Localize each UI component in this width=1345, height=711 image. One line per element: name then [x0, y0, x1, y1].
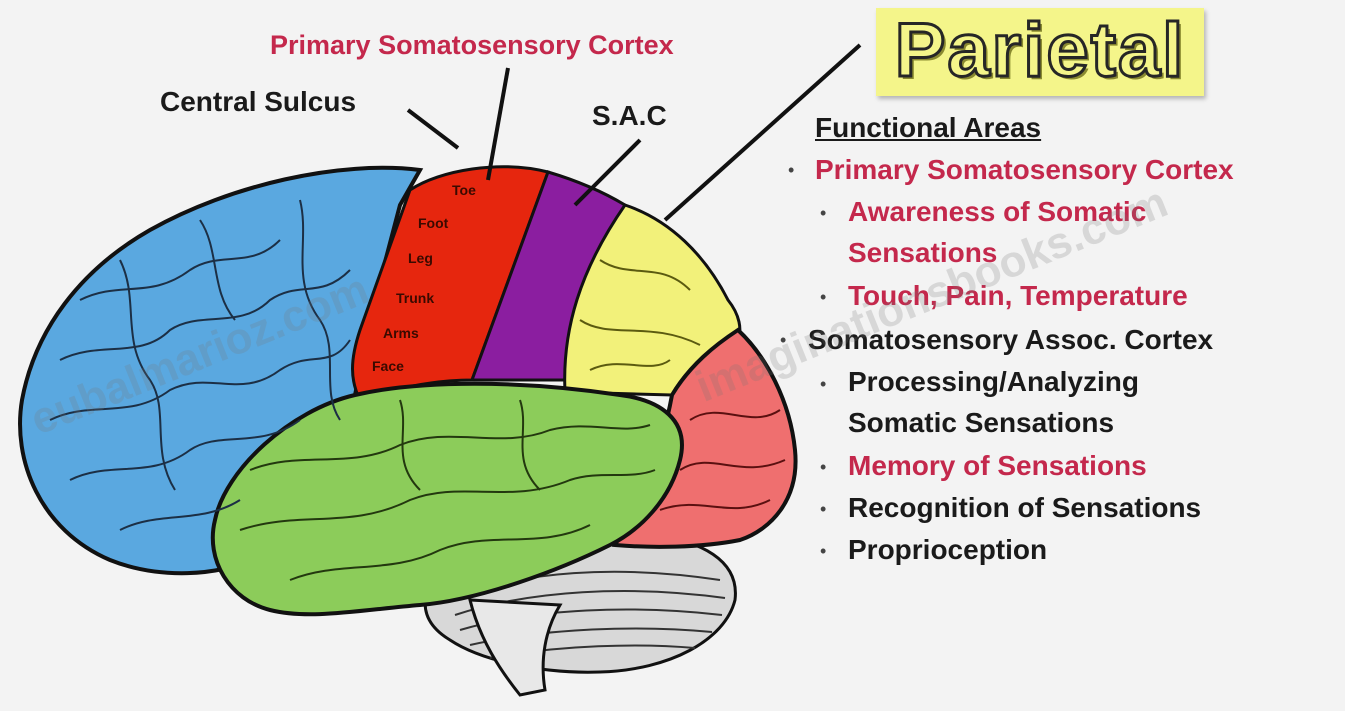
functional-areas-heading: Functional Areas	[815, 112, 1041, 144]
primary-subitem-touch: Touch, Pain, Temperature	[848, 280, 1188, 312]
bullet-icon: •	[820, 203, 826, 224]
association-subitem-memory: Memory of Sensations	[848, 450, 1147, 482]
central-sulcus-label: Central Sulcus	[160, 86, 356, 118]
sac-label: S.A.C	[592, 100, 667, 132]
primary-subitem-sensations: Sensations	[848, 237, 997, 269]
bullet-icon: •	[788, 160, 794, 181]
association-cortex-item: Somatosensory Assoc. Cortex	[808, 324, 1213, 356]
page-title: Parietal	[876, 6, 1204, 94]
bullet-icon: •	[820, 499, 826, 520]
association-subitem-somatic: Somatic Sensations	[848, 407, 1114, 439]
bullet-icon: •	[820, 457, 826, 478]
bullet-icon: •	[820, 287, 826, 308]
association-subitem-recognition: Recognition of Sensations	[848, 492, 1201, 524]
primary-cortex-item: Primary Somatosensory Cortex	[815, 154, 1234, 186]
homunculus-label-arms: Arms	[383, 325, 419, 341]
central-sulcus-leader	[408, 110, 458, 148]
homunculus-label-face: Face	[372, 358, 404, 374]
primary-subitem-awareness: Awareness of Somatic	[848, 196, 1146, 228]
association-subitem-processing: Processing/Analyzing	[848, 366, 1139, 398]
bullet-icon: •	[820, 541, 826, 562]
primary-somatosensory-cortex-label: Primary Somatosensory Cortex	[270, 30, 674, 61]
primary-cortex-leader	[488, 68, 508, 180]
homunculus-label-foot: Foot	[418, 215, 448, 231]
homunculus-label-trunk: Trunk	[396, 290, 434, 306]
homunculus-label-toe: Toe	[452, 182, 476, 198]
homunculus-label-leg: Leg	[408, 250, 433, 266]
bullet-icon: •	[780, 330, 786, 351]
bullet-icon: •	[820, 374, 826, 395]
association-subitem-proprioception: Proprioception	[848, 534, 1047, 566]
